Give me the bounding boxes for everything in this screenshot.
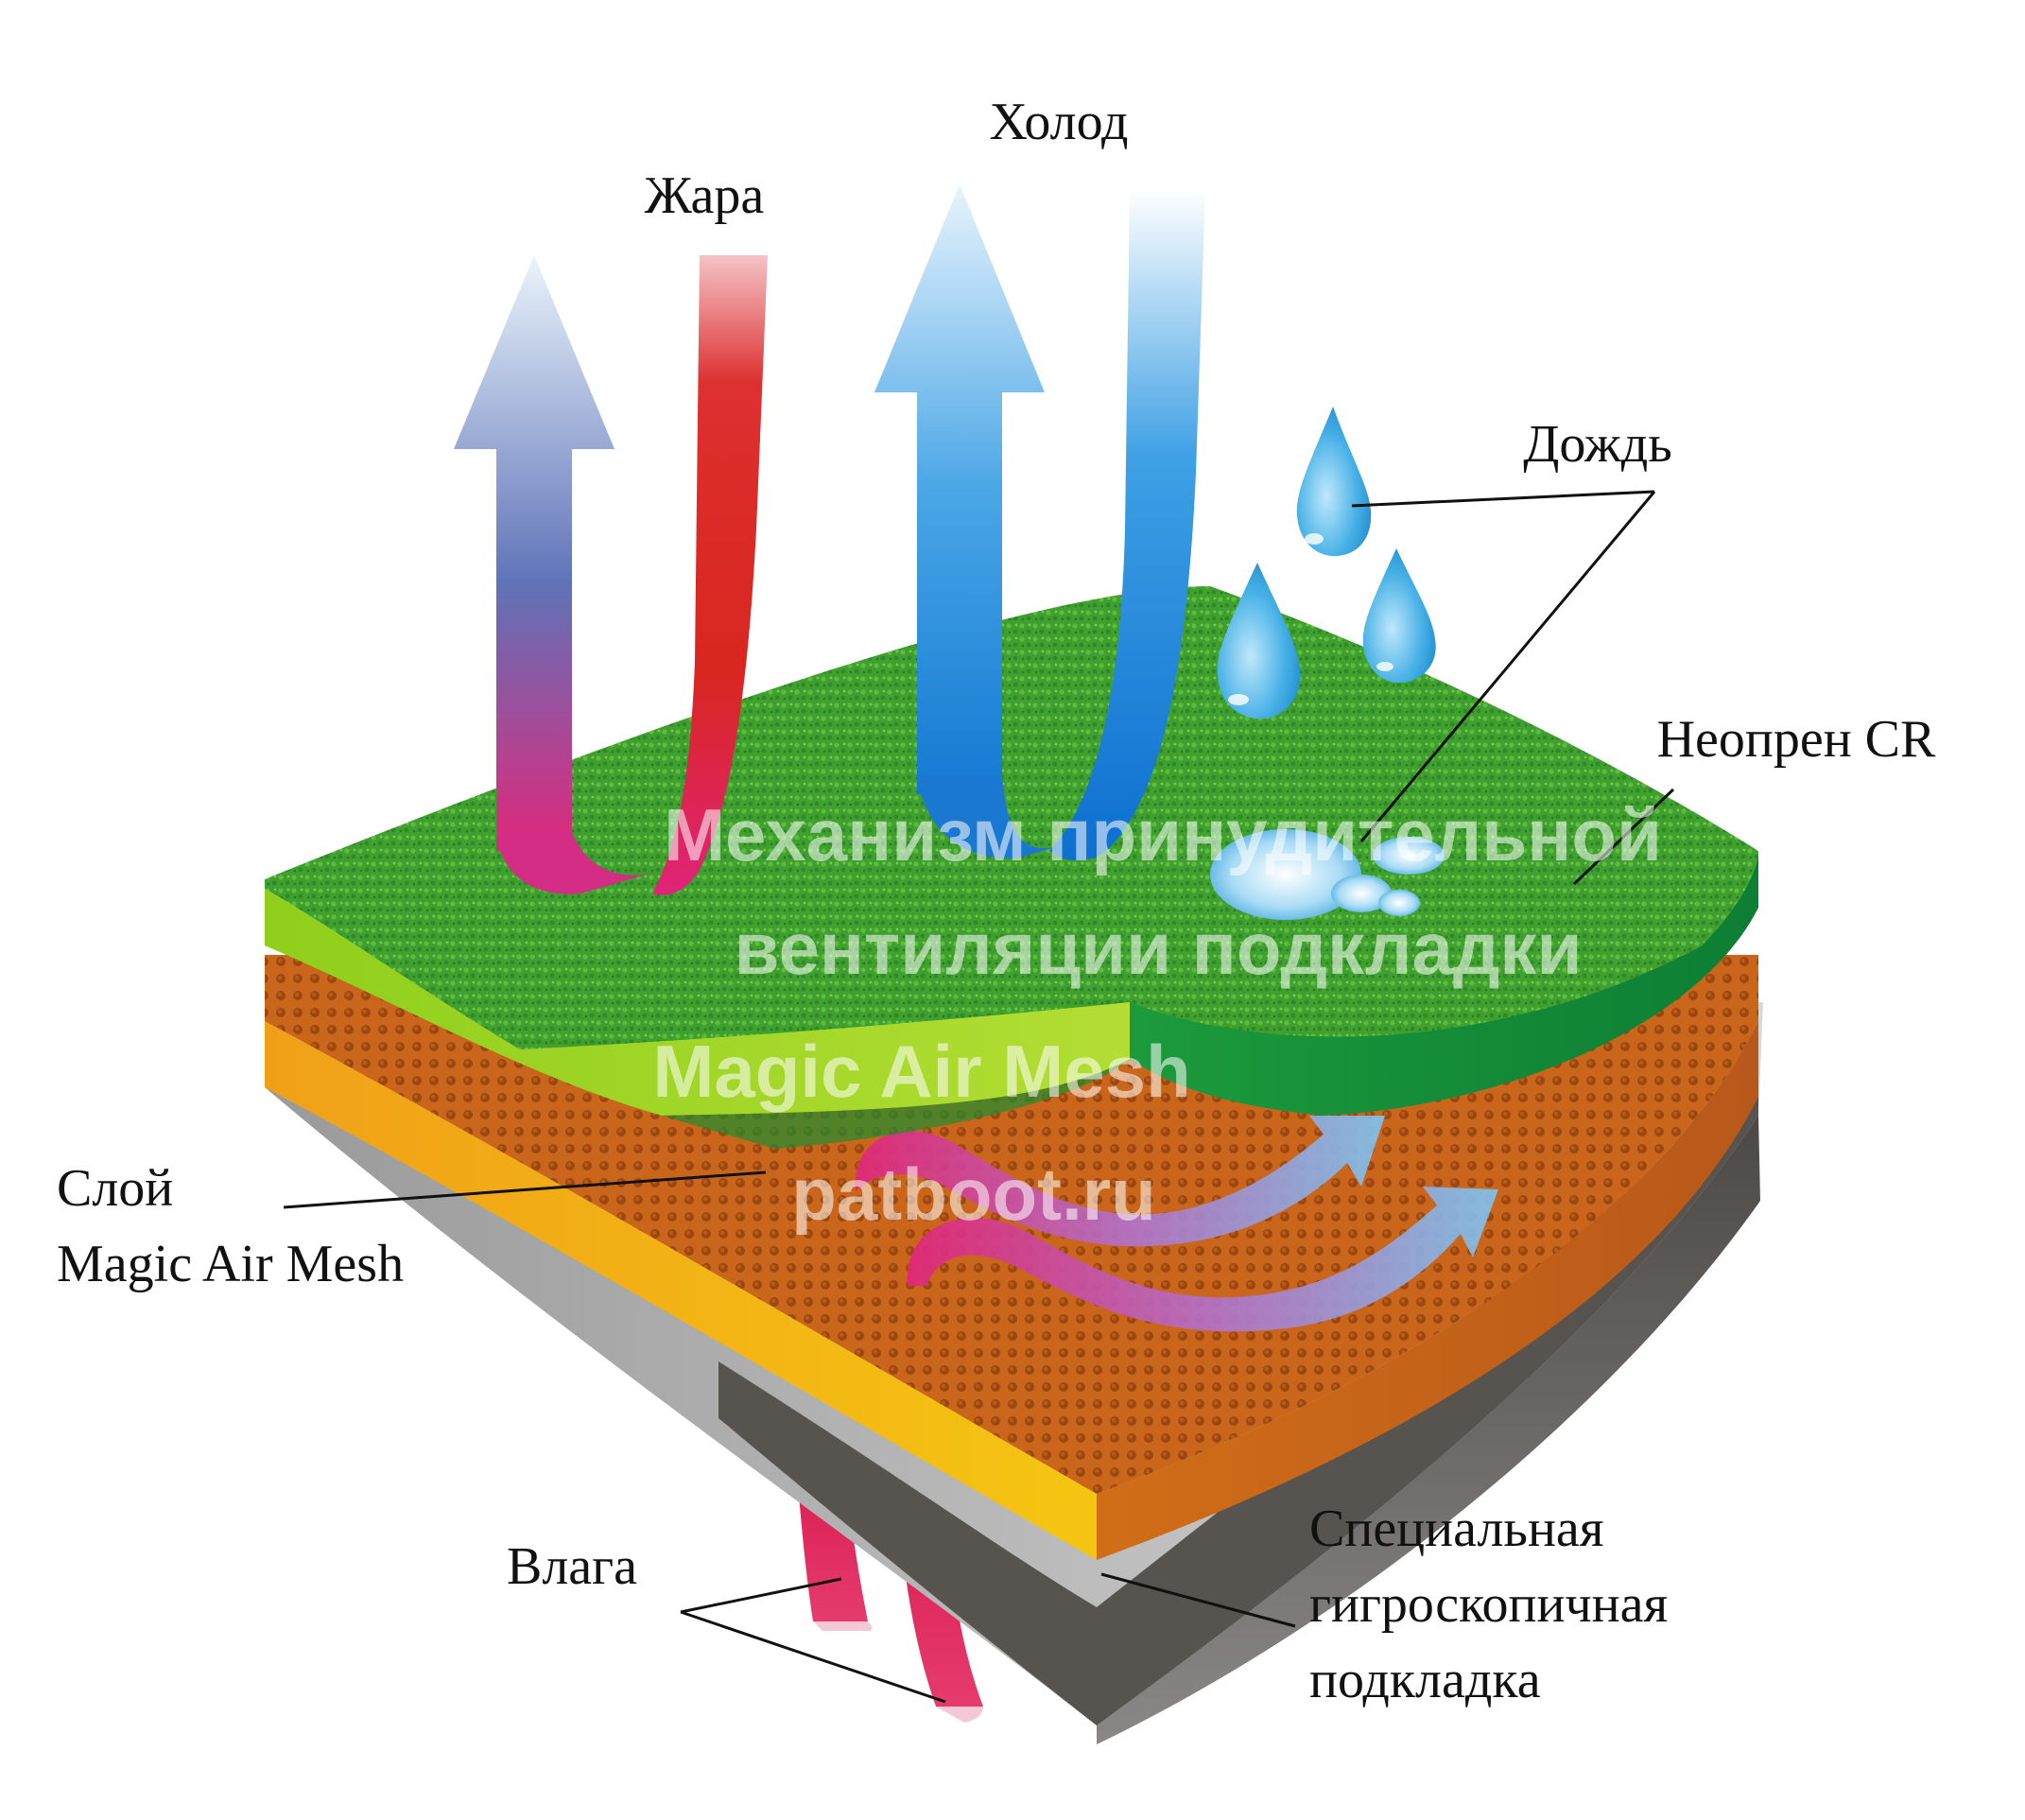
mesh-leader	[283, 1170, 767, 1209]
moisture-leader-top	[680, 1577, 842, 1614]
label-moisture: Влага	[507, 1537, 637, 1596]
water-puddle	[1210, 829, 1445, 920]
air-flow-arrows	[855, 1116, 1498, 1332]
watermark-line1: Механизм принудительной	[664, 793, 1662, 876]
labels: Жара Холод Дождь Неопрен CR Слой Magic A…	[57, 93, 1936, 1709]
label-mesh-line2: Magic Air Mesh	[57, 1235, 404, 1293]
label-lining-line3: подкладка	[1309, 1651, 1541, 1709]
neoprene-layer	[265, 586, 1758, 1149]
heat-arrows	[454, 255, 768, 895]
watermark-line2: вентиляции подкладки	[735, 907, 1583, 990]
label-lining-line2: гигроскопичная	[1309, 1575, 1668, 1634]
watermark: Механизм принудительной вентиляции подкл…	[652, 793, 1662, 1236]
label-lining-line1: Специальная	[1309, 1499, 1604, 1558]
rain-leader-bottom	[1359, 491, 1656, 842]
label-cold: Холод	[990, 93, 1129, 151]
label-rain: Дождь	[1523, 415, 1672, 474]
watermark-line3: Magic Air Mesh	[652, 1030, 1190, 1113]
label-heat: Жара	[645, 166, 765, 225]
watermark-line4: patboot.ru	[791, 1153, 1156, 1236]
lining-leader	[1100, 1572, 1296, 1628]
neoprene-leader	[1572, 788, 1675, 886]
rain-drops	[1217, 407, 1436, 719]
label-neoprene: Неопрен CR	[1657, 710, 1936, 769]
label-mesh-line1: Слой	[57, 1159, 173, 1218]
rain-leader-top	[1351, 490, 1655, 508]
cold-arrows	[874, 184, 1205, 861]
leader-lines	[283, 490, 1675, 1704]
moisture-leader-bottom	[680, 1610, 946, 1704]
